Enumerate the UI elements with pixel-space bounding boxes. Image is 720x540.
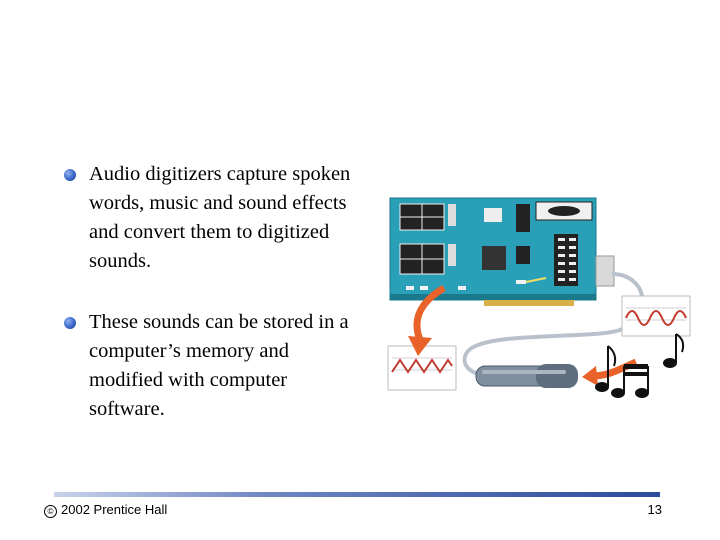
bullet-item: These sounds can be stored in a computer… xyxy=(64,308,364,424)
footer-divider xyxy=(54,492,660,497)
bullet-item: Audio digitizers capture spoken words, m… xyxy=(64,160,364,276)
audio-digitizer-illustration xyxy=(386,190,696,420)
copyright-icon: © xyxy=(44,505,57,518)
bullet-text: Audio digitizers capture spoken words, m… xyxy=(89,163,351,272)
waveform-icon xyxy=(621,295,691,337)
music-notes-icon xyxy=(595,333,685,398)
bullet-text: These sounds can be stored in a computer… xyxy=(89,311,349,420)
page-number: 13 xyxy=(647,502,662,517)
footer-copyright: © 2002 Prentice Hall xyxy=(44,502,167,518)
copyright-text: 2002 Prentice Hall xyxy=(61,502,168,517)
sound-card-icon xyxy=(389,197,597,306)
microphone-icon xyxy=(475,364,578,388)
waveform-icon xyxy=(387,345,457,391)
bullet-dot-icon xyxy=(64,317,76,329)
bullet-dot-icon xyxy=(64,169,76,181)
bullet-list: Audio digitizers capture spoken words, m… xyxy=(64,160,364,424)
